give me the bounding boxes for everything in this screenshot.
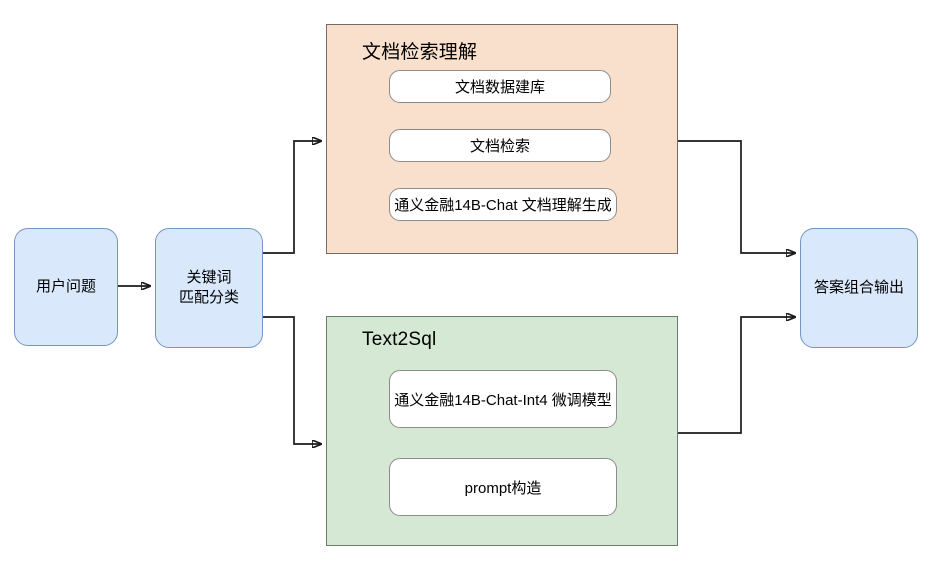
box-finetuned-model[interactable]: 通义金融14B-Chat-Int4 微调模型 (389, 370, 617, 428)
node-user-question-label: 用户问题 (35, 277, 96, 295)
box-doc-database[interactable]: 文档数据建库 (389, 70, 611, 103)
node-user-question[interactable]: 用户问题 (14, 228, 118, 346)
node-answer-output[interactable]: 答案组合输出 (800, 228, 918, 348)
node-keyword-classify-label: 关键词 匹配分类 (178, 268, 239, 306)
box-doc-retrieval[interactable]: 文档检索 (389, 129, 611, 162)
box-doc-understanding-generation[interactable]: 通义金融14B-Chat 文档理解生成 (389, 188, 617, 221)
edge-doc-retrieval-to-answer (678, 140, 795, 253)
node-keyword-classify[interactable]: 关键词 匹配分类 (155, 228, 263, 348)
edge-text2sql-to-answer (678, 317, 795, 434)
node-answer-output-label: 答案组合输出 (813, 278, 904, 296)
edge-keyword-to-text2sql (263, 316, 321, 444)
group-doc-retrieval-title: 文档检索理解 (362, 42, 478, 63)
box-prompt-construction[interactable]: prompt构造 (389, 458, 617, 516)
edge-keyword-to-doc-retrieval (263, 141, 321, 254)
group-text2sql-title: Text2Sql (362, 329, 437, 350)
